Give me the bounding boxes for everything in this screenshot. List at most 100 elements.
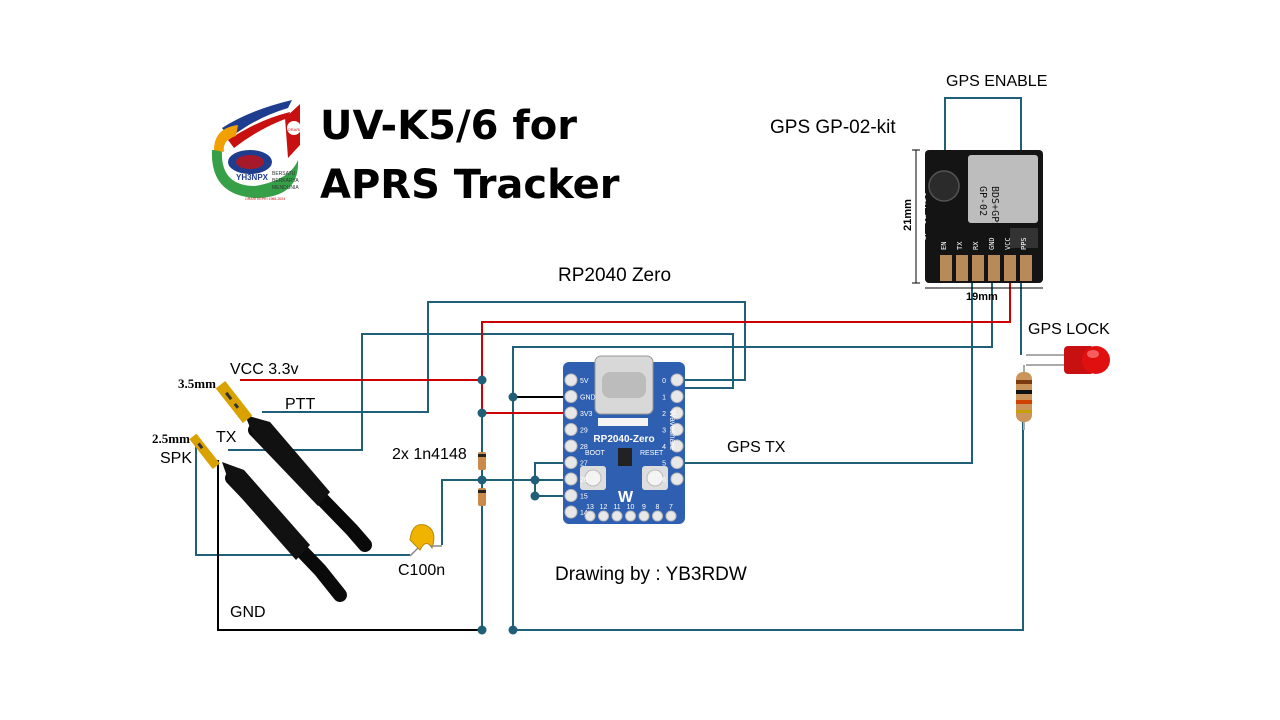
jack-35mm-plug bbox=[215, 380, 372, 552]
ptt-label: PTT bbox=[285, 396, 316, 413]
mcu-pad bbox=[564, 373, 578, 387]
mcu-pin-label: 1 bbox=[662, 395, 666, 402]
logo-number-accent bbox=[214, 125, 238, 152]
mcu-pad bbox=[670, 406, 684, 420]
wire-tx bbox=[228, 333, 734, 451]
gps-lock-led bbox=[1026, 346, 1110, 374]
mcu-pin-label: 27 bbox=[580, 461, 588, 468]
mcu-pin-label: 4 bbox=[662, 444, 666, 451]
jack-35mm-label: 3.5mm bbox=[178, 376, 216, 391]
red-wires bbox=[240, 275, 1011, 414]
logo-slogan-1: BERSATU bbox=[272, 171, 296, 177]
mcu-pad bbox=[598, 510, 609, 522]
gps-pin-label: PPS bbox=[1020, 237, 1028, 250]
mcu-pin-label: 29 bbox=[580, 428, 588, 435]
mcu-pin-label: 0 bbox=[662, 378, 666, 385]
mcu-pad bbox=[652, 510, 663, 522]
mcu-pin-label: 28 bbox=[580, 444, 588, 451]
gps-side-label: GP-02-Kit bbox=[919, 192, 929, 241]
vcc-label: VCC 3.3v bbox=[230, 361, 299, 378]
mcu-pad bbox=[670, 423, 684, 436]
wire-spk bbox=[195, 440, 410, 556]
capacitor-label: C100n bbox=[398, 562, 446, 579]
gps-lock-label: GPS LOCK bbox=[1028, 321, 1110, 338]
mcu-pin-label: 6 bbox=[662, 477, 666, 484]
mcu-reset-label: RESET bbox=[640, 450, 664, 457]
mcu-pin-label: 13 bbox=[586, 504, 594, 511]
junction-dot bbox=[477, 625, 487, 635]
diodes-1n4148 bbox=[478, 452, 486, 506]
diode-band bbox=[478, 454, 486, 457]
junction-dot bbox=[530, 491, 540, 501]
wire-adc-b bbox=[534, 480, 565, 497]
mcu-pin-label: 9 bbox=[642, 504, 646, 511]
page-title-line-1: UV-K5/6 for bbox=[320, 103, 577, 149]
tx-label: TX bbox=[216, 429, 237, 446]
junction-dot bbox=[508, 625, 518, 635]
diode-band bbox=[478, 490, 486, 493]
wire-led-gnd bbox=[513, 420, 1024, 631]
mcu-pad bbox=[564, 390, 578, 403]
wire-gps-pin bbox=[512, 275, 993, 630]
gps-chip-shield bbox=[968, 155, 1038, 223]
orari-logo bbox=[211, 100, 301, 198]
mcu-pad bbox=[584, 510, 596, 522]
mcu-pad bbox=[564, 456, 578, 469]
diode-label: 2x 1n4148 bbox=[392, 446, 467, 463]
mcu-pad bbox=[564, 423, 578, 436]
capacitor-c100n bbox=[409, 524, 442, 557]
junctions bbox=[477, 375, 540, 635]
waveshare-logo-icon: W bbox=[618, 489, 634, 506]
page-title-line-2: APRS Tracker bbox=[320, 162, 620, 208]
gps-dim-width: 19mm bbox=[966, 291, 998, 303]
rp2040-label: RP2040 Zero bbox=[558, 265, 672, 286]
gps-module-label: GPS GP-02-kit bbox=[770, 117, 896, 138]
mcu-pin-label: 14 bbox=[580, 510, 588, 517]
mcu-pin-label: 5 bbox=[662, 461, 666, 468]
junction-dot bbox=[530, 475, 540, 485]
gnd-label: GND bbox=[230, 604, 266, 621]
mcu-pin-label: 3V3 bbox=[580, 411, 593, 418]
jack-25mm-plug bbox=[189, 433, 347, 602]
junction-dot bbox=[477, 408, 487, 418]
mcu-brand: Waveshare bbox=[668, 410, 677, 451]
gps-pin-label: EN bbox=[940, 242, 948, 250]
logo-footer: ORARI KEPRI 1988-2024 bbox=[245, 197, 285, 201]
led-resistor bbox=[1016, 365, 1032, 430]
mcu-board-name: RP2040-Zero bbox=[593, 434, 654, 445]
mcu-pin-label: 8 bbox=[656, 504, 660, 511]
mcu-pin-label: 11 bbox=[613, 504, 620, 511]
jack-25mm-label: 2.5mm bbox=[152, 431, 190, 446]
mcu-pin-label: 12 bbox=[600, 504, 608, 511]
spk-label: SPK bbox=[160, 450, 193, 467]
logo-org: ORARI bbox=[288, 127, 301, 132]
gps-pin-label: GND bbox=[988, 237, 996, 250]
mcu-pin-label: 3 bbox=[662, 428, 666, 435]
mcu-pin-label: GND bbox=[580, 395, 596, 402]
mcu-bottom-pads: 13 12 11 10 9 8 7 bbox=[584, 504, 677, 522]
mcu-pin-label: 26 bbox=[580, 477, 588, 484]
mcu-pad bbox=[564, 406, 578, 420]
logo-swoosh-blue bbox=[222, 100, 292, 138]
mcu-pad bbox=[625, 510, 636, 522]
credit-label: Drawing by : YB3RDW bbox=[555, 564, 747, 585]
mcu-pin-label: 7 bbox=[669, 504, 673, 511]
mcu-pad bbox=[670, 456, 684, 469]
mcu-pin-label: 10 bbox=[627, 504, 635, 511]
logo-callsign: YH3NPX bbox=[236, 173, 269, 182]
gps-chip-label-2: GP-02 bbox=[977, 186, 988, 216]
gps-pin-label: VCC bbox=[1004, 237, 1012, 250]
gps-dim-height: 21mm bbox=[902, 199, 914, 231]
gps-pin-label: RX bbox=[972, 241, 980, 250]
mcu-pad bbox=[564, 439, 578, 453]
mcu-pad bbox=[670, 439, 684, 453]
gps-enable-label: GPS ENABLE bbox=[946, 73, 1048, 90]
mcu-pad bbox=[564, 472, 578, 486]
mcu-pad bbox=[638, 510, 650, 522]
gps-tx-label: GPS TX bbox=[727, 439, 786, 456]
